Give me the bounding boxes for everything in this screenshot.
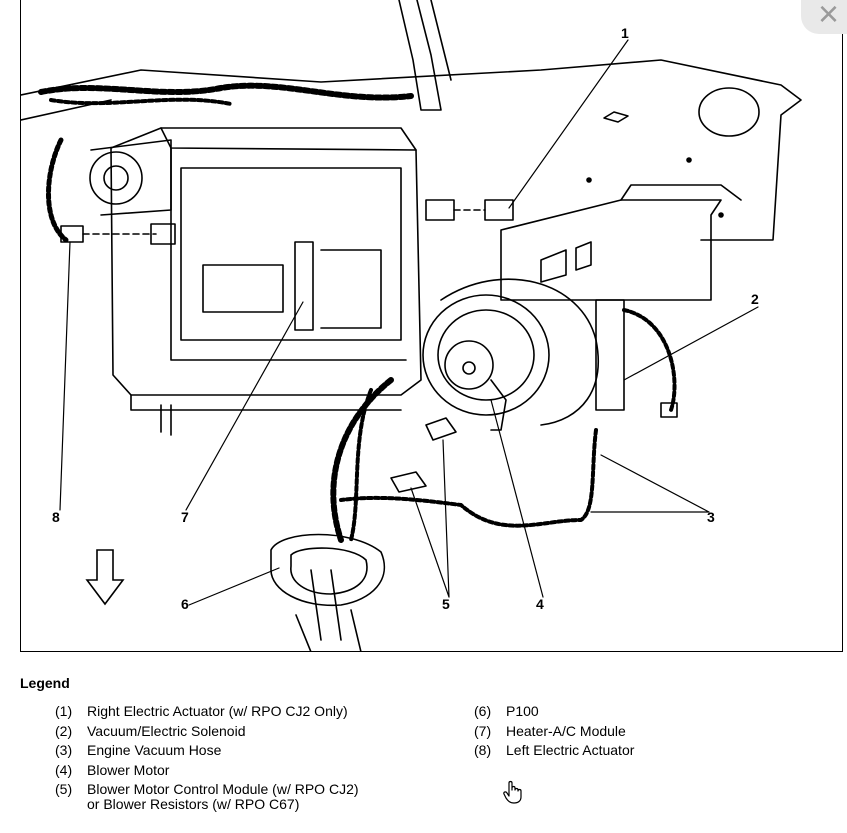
close-icon: × [818,0,840,34]
legend-label: Blower Motor Control Module (w/ RPO CJ2)… [87,781,359,812]
callout-2: 2 [751,291,759,307]
legend-item-2: (2) Vacuum/Electric Solenoid [55,722,359,742]
hvac-illustration [21,0,802,651]
legend-label: P100 [506,703,539,719]
callout-8: 8 [52,509,60,525]
legend-item-4: (4) Blower Motor [55,761,359,781]
legend-number: (6) [474,703,492,719]
legend-left-column: (1) Right Electric Actuator (w/ RPO CJ2 … [55,702,359,812]
legend-number: (4) [55,761,73,778]
legend-item-1: (1) Right Electric Actuator (w/ RPO CJ2 … [55,702,359,722]
callout-3: 3 [707,509,715,525]
close-button[interactable]: × [801,0,847,34]
legend-number: (2) [55,722,73,739]
callout-6: 6 [181,596,189,612]
hand-pointer-icon [503,780,523,804]
legend-title: Legend [20,675,70,691]
legend-label: Right Electric Actuator (w/ RPO CJ2 Only… [87,703,348,719]
legend-right-column: (6) P100 (7) Heater-A/C Module (8) Left … [474,702,634,761]
legend-item-3: (3) Engine Vacuum Hose [55,741,359,761]
legend-number: (1) [55,703,73,719]
legend-item-6: (6) P100 [474,702,634,722]
legend-number: (5) [55,781,73,797]
callout-7: 7 [181,509,189,525]
legend-number: (7) [474,722,492,739]
legend-item-8: (8) Left Electric Actuator [474,741,634,761]
legend-number: (3) [55,742,73,758]
legend-item-7: (7) Heater-A/C Module [474,722,634,742]
legend-number: (8) [474,742,492,758]
legend-label: Vacuum/Electric Solenoid [87,722,246,739]
callout-1: 1 [621,25,629,41]
callout-5: 5 [442,596,450,612]
legend-label: Heater-A/C Module [506,722,626,739]
callout-4: 4 [536,596,544,612]
legend-item-5: (5) Blower Motor Control Module (w/ RPO … [55,780,359,812]
legend-label: Engine Vacuum Hose [87,742,222,758]
legend-label: Left Electric Actuator [506,742,635,758]
down-arrow-icon [85,549,125,606]
diagram-figure: 1 2 3 4 5 6 7 8 [20,0,843,652]
legend-label: Blower Motor [87,761,170,778]
